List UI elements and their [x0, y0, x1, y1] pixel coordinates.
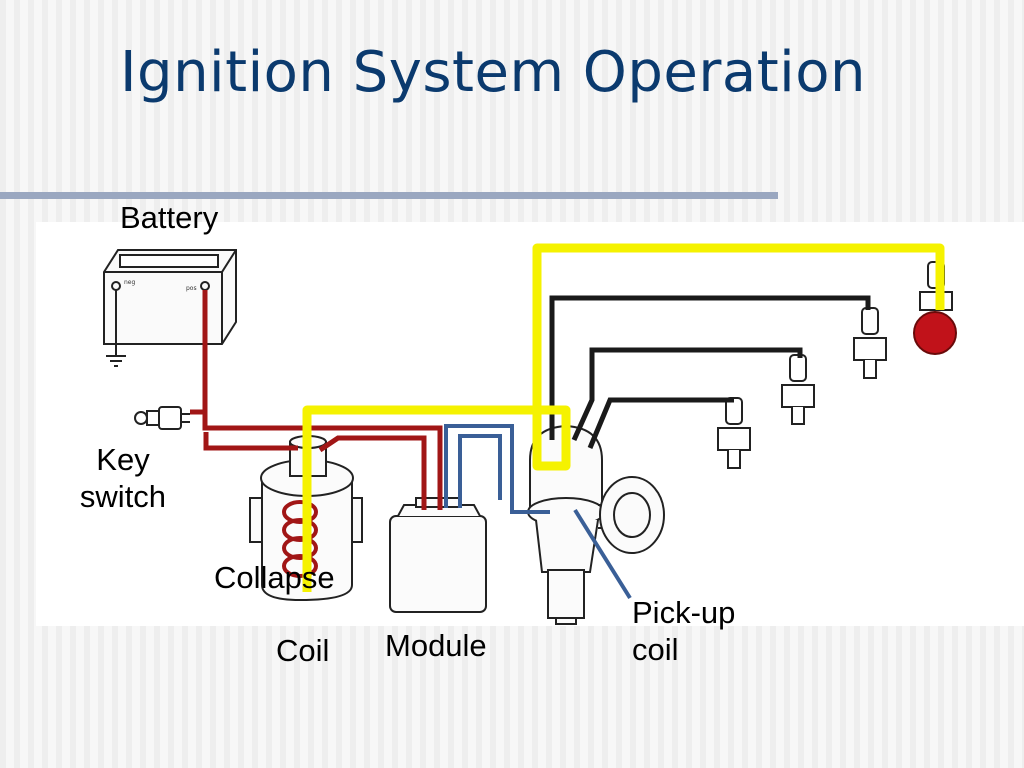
secondary-wiring	[302, 243, 945, 592]
battery-label: Battery	[120, 200, 219, 235]
firing-spark-plug	[913, 311, 957, 355]
battery-neg-terminal-label: neg	[124, 279, 135, 286]
coil-label: Coil	[276, 633, 330, 668]
module-label: Module	[385, 628, 487, 663]
spark-plug-2	[781, 354, 815, 425]
pickup-coil-label-line2: coil	[632, 631, 679, 667]
key-switch-label-line1: Key	[96, 442, 150, 477]
ignition-module	[389, 497, 487, 613]
plug-leads	[549, 295, 871, 449]
spark-plug-1	[717, 397, 751, 469]
battery-pos-terminal-label: pos	[186, 285, 197, 292]
key-switch-label-line2: switch	[79, 478, 167, 514]
pickup-coil-label-line1: Pick-up	[632, 595, 736, 630]
pickup-wiring	[444, 424, 632, 600]
slide-title: Ignition System Operation	[120, 40, 866, 105]
primary-wiring	[190, 290, 443, 510]
battery	[103, 249, 237, 367]
title-underline	[0, 192, 778, 199]
collapse-label: Collapse	[214, 560, 335, 595]
spark-plug-3	[853, 307, 887, 379]
distributor	[527, 424, 665, 625]
coil-collapse-windings	[282, 500, 318, 578]
key-switch	[134, 406, 190, 430]
